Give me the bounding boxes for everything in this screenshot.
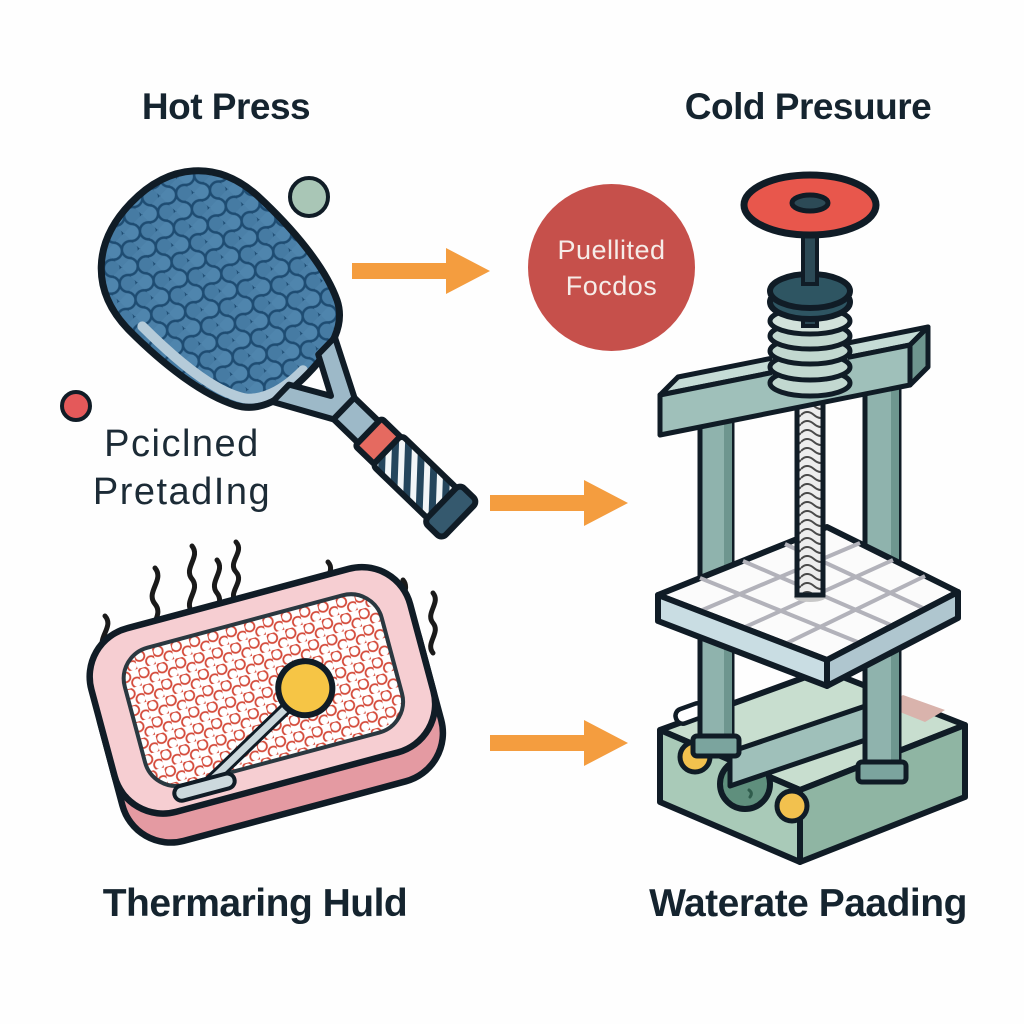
tray-tab (172, 771, 237, 803)
bubble-line-1: Puellited (557, 234, 666, 265)
base-knob-right (774, 788, 810, 824)
flow-arrow-top-icon (352, 248, 490, 294)
paddle-butt-cap (423, 483, 479, 540)
green-ball-icon (288, 176, 330, 218)
tray-ball (275, 658, 336, 719)
press-spindle (740, 171, 880, 328)
bubble-line-2: Focdos (565, 270, 658, 301)
label-waterate-paading: Waterate Paading (649, 882, 967, 925)
press-spring-stack (767, 305, 853, 399)
heated-mold-tray-illustration (86, 563, 447, 846)
steam-line (186, 543, 198, 615)
press-screw (794, 399, 826, 602)
red-ball-icon (60, 390, 92, 422)
label-hot-press: Hot Press (141, 86, 311, 127)
tray-inner-mesh (121, 592, 406, 788)
steam-line (230, 539, 242, 605)
annotation-line-2: PretadIng (92, 471, 272, 513)
pickleball-paddle-illustration (97, 167, 479, 540)
pelleted-foods-bubble: Puellited Focdos (528, 184, 695, 351)
screw-press-machine-illustration (655, 171, 968, 865)
label-cold-pressure: Cold Presuure (684, 86, 932, 127)
steam-line (428, 590, 438, 656)
flow-arrow-bottom-icon (490, 720, 628, 766)
flow-arrow-middle-icon (490, 480, 628, 526)
label-thermaring-huld: Thermaring Huld (102, 882, 408, 925)
annotation-line-1: Pciclned (104, 423, 260, 465)
annotation-text: Pciclned PretadIng (62, 420, 302, 516)
